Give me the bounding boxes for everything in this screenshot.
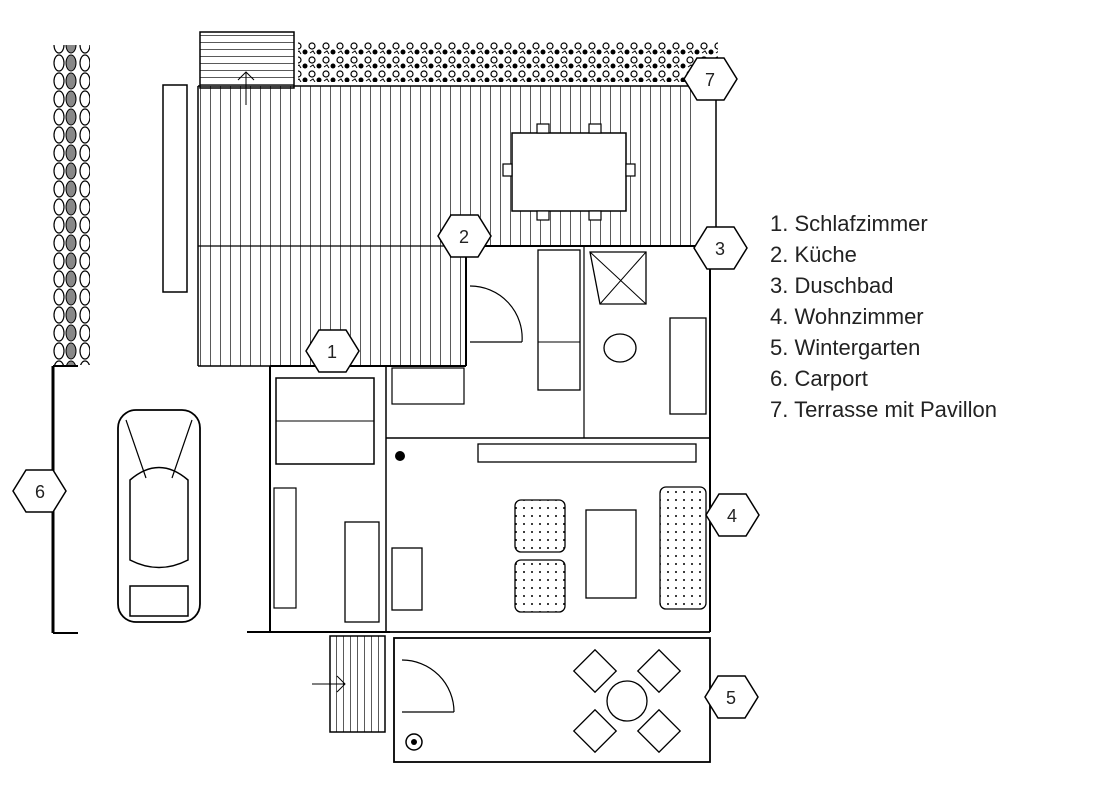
- left-hedge: [52, 45, 90, 365]
- badge-5-label: 5: [726, 688, 736, 708]
- badge-6-label: 6: [35, 482, 45, 502]
- badge-3-label: 3: [715, 239, 725, 259]
- carport: [51, 365, 201, 634]
- winter-garden: [393, 637, 711, 763]
- badge-7: 7: [683, 57, 738, 101]
- legend-item: 2. Küche: [770, 242, 857, 267]
- car: [117, 409, 201, 623]
- badge-4: 4: [705, 493, 760, 537]
- legend-item: 7. Terrasse mit Pavillon: [770, 397, 998, 422]
- badge-3: 3: [693, 226, 748, 270]
- badge-2-label: 2: [459, 227, 469, 247]
- badge-1: 1: [305, 329, 360, 373]
- bathroom: [589, 251, 707, 415]
- legend-item: 5. Wintergarten: [770, 335, 921, 360]
- badge-2: 2: [437, 214, 492, 258]
- badge-7-label: 7: [705, 70, 715, 90]
- legend-item: 6. Carport: [770, 366, 868, 391]
- room-legend: 1. Schlafzimmer 2. Küche 3. Duschbad 4. …: [770, 208, 997, 425]
- legend-item: 1. Schlafzimmer: [770, 211, 928, 236]
- bedroom: [273, 377, 380, 623]
- badge-1-label: 1: [327, 342, 337, 362]
- kitchen: [391, 249, 581, 405]
- bottom-stairs: [312, 635, 386, 733]
- badge-4-label: 4: [727, 506, 737, 526]
- terrace-table: [502, 123, 636, 221]
- top-hedge: [298, 42, 718, 82]
- legend-item: 3. Duschbad: [770, 273, 894, 298]
- living-room: [391, 443, 707, 613]
- badge-5: 5: [704, 675, 759, 719]
- badge-6: 6: [12, 469, 67, 513]
- legend-item: 4. Wohnzimmer: [770, 304, 924, 329]
- bench: [162, 84, 188, 293]
